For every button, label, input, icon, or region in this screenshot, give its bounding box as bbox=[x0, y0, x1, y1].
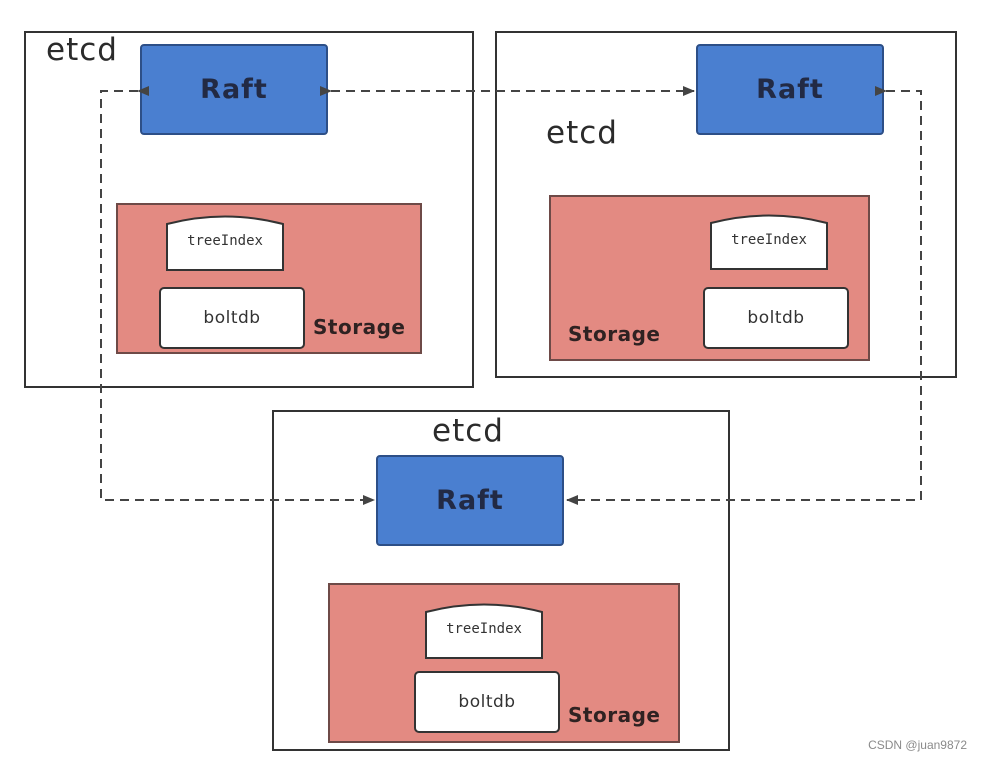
etcd-label-1: etcd bbox=[46, 32, 118, 68]
watermark: CSDN @juan9872 bbox=[868, 738, 967, 752]
tree-index-shape bbox=[425, 603, 543, 659]
link-raft1-raft3 bbox=[100, 86, 375, 505]
tree-index-3: treeIndex bbox=[425, 603, 543, 659]
boltdb-box-3: boltdb bbox=[414, 671, 560, 733]
raft-box-3: Raft bbox=[376, 455, 564, 546]
storage-label-3: Storage bbox=[568, 703, 661, 727]
link-raft2-raft3 bbox=[566, 86, 922, 505]
tree-index-label-3: treeIndex bbox=[446, 621, 522, 637]
etcd-label-3: etcd bbox=[432, 413, 504, 449]
